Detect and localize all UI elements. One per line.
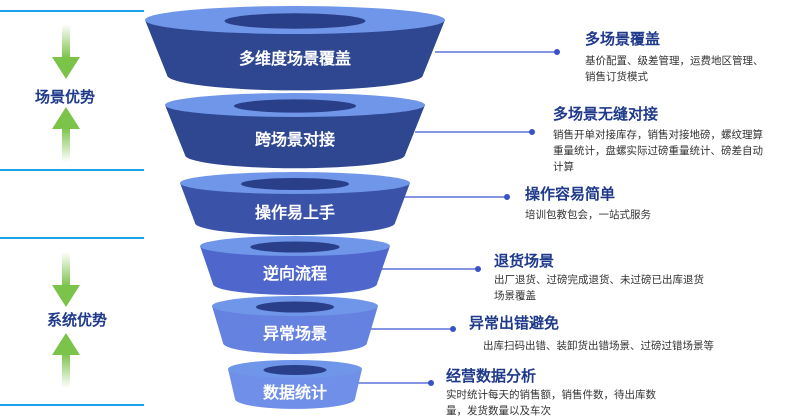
funnel-segment-hole — [224, 13, 366, 29]
feature-description: 基价配置、级差管理，运费地区管理、 — [585, 55, 764, 67]
feature-description: 实时统计每天的销售额，销售件数，待出库数 — [446, 389, 656, 401]
connector-dot — [554, 49, 560, 55]
funnel-segment-label: 逆向流程 — [262, 264, 327, 283]
feature-description: 销售订货模式 — [585, 71, 648, 83]
feature-description: 重量统计，盘螺实际过磅重量统计、磅差自动 — [553, 145, 763, 157]
connector-dot — [504, 194, 510, 200]
funnel-segment-body — [228, 369, 362, 409]
feature-title: 多场景无缝对接 — [553, 105, 659, 123]
feature-title: 异常出错避免 — [469, 314, 560, 332]
group-label-scenario: 场景优势 — [34, 88, 95, 106]
arrow-down-icon — [52, 24, 80, 79]
funnel-segment-body — [212, 306, 378, 354]
funnel-segment-body — [180, 183, 410, 236]
feature-title: 退货场景 — [494, 252, 555, 270]
divider-line — [0, 169, 144, 171]
connector-dot — [529, 129, 535, 135]
group-label-system: 系统优势 — [46, 311, 107, 329]
funnel-segment-body — [165, 105, 425, 169]
funnel-segment-hole — [263, 365, 327, 375]
funnel-segment-label: 操作易上手 — [254, 202, 335, 222]
funnel-segment-hole — [255, 301, 335, 313]
feature-description: 销售开单对接库存，销售对接地磅，螺纹理算 — [553, 129, 763, 141]
connector-dot — [428, 380, 434, 386]
feature-description: 量，发货数量以及车次 — [446, 405, 551, 416]
connector-dot — [450, 326, 456, 332]
feature-description: 计算 — [553, 161, 574, 173]
funnel-segment-label: 跨场景对接 — [254, 130, 335, 149]
funnel-segment-body — [200, 246, 390, 295]
funnel-segment-hole — [250, 241, 340, 253]
feature-description: 出库扫码出错、装卸货出错场景、过磅过错场景等 — [483, 340, 714, 352]
feature-title: 操作容易简单 — [525, 185, 616, 203]
arrow-up-icon — [52, 107, 80, 162]
feature-title: 多场景覆盖 — [585, 30, 661, 48]
funnel-segment-hole — [240, 177, 350, 191]
feature-description: 培训包教包会，一站式服务 — [525, 209, 651, 221]
divider-line — [0, 237, 144, 239]
funnel-segment-label: 异常场景 — [262, 323, 327, 343]
feature-title: 经营数据分析 — [446, 367, 537, 385]
feature-description: 出厂退货、过磅完成退货、未过磅已出库退货 — [494, 274, 704, 286]
divider-line — [0, 404, 144, 406]
funnel-segment-body — [145, 20, 445, 91]
feature-description: 场景覆盖 — [494, 290, 536, 302]
connector-dot — [475, 266, 481, 272]
funnel-segment-hole — [233, 99, 357, 113]
funnel-segment-label: 多维度场景覆盖 — [238, 48, 351, 68]
funnel-segment-label: 数据统计 — [262, 382, 327, 402]
divider-line — [0, 10, 144, 12]
arrow-up-icon — [52, 333, 80, 388]
arrow-down-icon — [52, 252, 80, 307]
